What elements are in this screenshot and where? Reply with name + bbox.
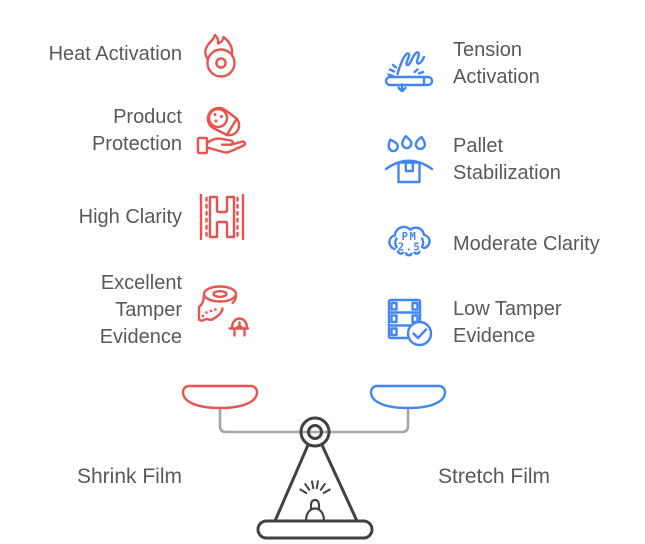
scale-base (256, 519, 374, 540)
pallet-stabilization-line1: Pallet (453, 135, 504, 157)
product-protection-label: Product Protection (92, 104, 182, 158)
high-clarity-label: High Clarity (79, 204, 182, 231)
heat-activation-label: Heat Activation (49, 41, 182, 68)
film-check-icon (381, 295, 437, 351)
product-protection-line1: Product (113, 106, 182, 128)
scale-stand-right-leg (320, 443, 359, 523)
pallet-stabilization-label: Pallet Stabilization (453, 133, 561, 187)
moderate-clarity-line1: Moderate Clarity (453, 232, 600, 255)
left-item-high-clarity: High Clarity (0, 187, 250, 247)
tension-activation-label: Tension Activation (453, 37, 540, 91)
right-item-moderate-clarity: PM 2.5 Moderate Clarity (381, 215, 600, 273)
scale-gauge-rays (299, 480, 331, 494)
left-item-heat-activation: Heat Activation (0, 24, 250, 84)
product-protection-line2: Protection (91, 133, 182, 155)
pm25-value-label: 2.5 (398, 242, 421, 254)
right-item-low-tamper-evidence: Low Tamper Evidence (381, 294, 562, 352)
wrapped-product-hand-icon (194, 103, 250, 159)
drops-over-box-icon (381, 132, 437, 188)
tension-activation-line1: Tension (453, 39, 522, 61)
excellent-tamper-line2: Tamper (115, 298, 182, 321)
moderate-clarity-label: Moderate Clarity (453, 231, 600, 258)
film-strip-h-icon (194, 189, 250, 245)
scale-stand-left-leg (273, 443, 310, 523)
stretch-film-label: Stretch Film (438, 465, 551, 488)
right-item-pallet-stabilization: Pallet Stabilization (381, 131, 561, 189)
shrink-film-label: Shrink Film (77, 465, 183, 488)
pm25-cloud-icon: PM 2.5 (381, 216, 437, 272)
left-item-excellent-tamper-evidence: Excellent Tamper Evidence (0, 272, 250, 348)
flame-roll-icon (194, 26, 250, 82)
tape-roll-lock-icon (194, 282, 250, 338)
shrink-film-pan (181, 384, 259, 410)
scale-gauge-bell (304, 507, 326, 523)
excellent-tamper-evidence-label: Excellent Tamper Evidence (100, 270, 182, 351)
scale-beam (218, 406, 410, 434)
right-item-tension-activation: Tension Activation (381, 35, 540, 93)
tension-activation-line2: Activation (453, 66, 540, 88)
scale-gauge-neck (309, 498, 321, 511)
stretch-tension-icon (381, 36, 437, 92)
excellent-tamper-line3: Evidence (99, 325, 182, 348)
pallet-stabilization-line2: Stabilization (453, 162, 561, 184)
high-clarity-line1: High Clarity (78, 205, 182, 228)
heat-activation-line1: Heat Activation (48, 42, 182, 65)
stretch-film-pan (369, 384, 447, 410)
scale-pivot-inner (307, 424, 323, 440)
low-tamper-line1: Low Tamper (453, 298, 562, 320)
balance-scale (170, 378, 460, 544)
scale-pivot-outer (299, 416, 331, 448)
left-item-product-protection: Product Protection (0, 101, 250, 161)
low-tamper-line2: Evidence (453, 325, 536, 347)
pm-label: PM (402, 231, 418, 243)
low-tamper-evidence-label: Low Tamper Evidence (453, 296, 562, 350)
excellent-tamper-line1: Excellent (100, 271, 182, 294)
